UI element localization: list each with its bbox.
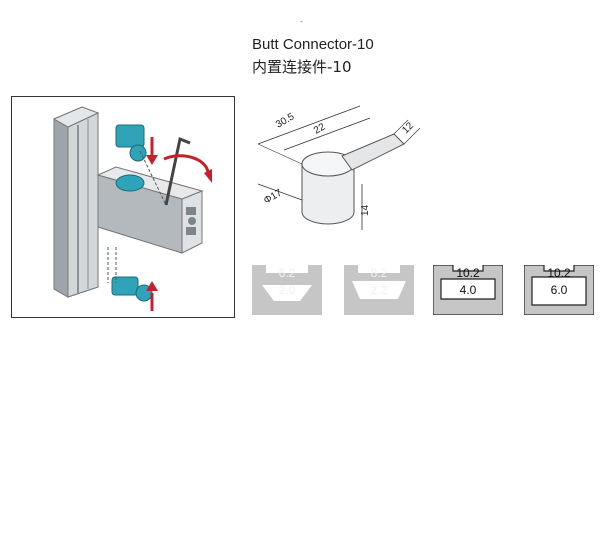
dim-diameter: Φ17 xyxy=(262,187,284,206)
product-title-cn: 内置连接件-10 xyxy=(252,58,352,76)
slot-bottom-value: 4.0 xyxy=(459,283,477,297)
slot-bottom-value: 2.2 xyxy=(370,283,388,297)
slot-top-value: 8.2 xyxy=(370,266,388,280)
slot-top-value: 10.2 xyxy=(547,266,571,280)
slot-profile: 10.2 6.0 xyxy=(524,265,594,315)
assembly-drawing xyxy=(52,106,212,311)
assembly-illustration xyxy=(11,96,235,318)
rotate-arrow-icon xyxy=(163,154,212,183)
title-block: Butt Connector-10 内置连接件-10 xyxy=(252,34,374,78)
dim-height: 14 xyxy=(360,204,371,216)
header-mark: - xyxy=(300,17,303,26)
slot-top-value: 10.2 xyxy=(456,266,480,280)
slot-top-value: 6.2 xyxy=(278,266,296,280)
slot-bottom-value: 2.0 xyxy=(278,283,296,297)
push-arrow-icon-lower xyxy=(146,281,158,311)
dim-length-total: 30.5 xyxy=(274,111,297,130)
dim-length-body: 22 xyxy=(312,121,328,136)
slot-profile: 6.2 2.0 xyxy=(252,265,322,315)
product-title-en: Butt Connector-10 xyxy=(252,36,374,53)
dimension-drawing: 30.5 22 12 Φ17 14 xyxy=(244,100,434,250)
push-arrow-icon xyxy=(146,137,158,165)
slot-profile: 10.2 4.0 xyxy=(433,265,503,315)
slot-profile: 8.2 2.2 xyxy=(344,265,414,315)
slot-bottom-value: 6.0 xyxy=(550,283,568,297)
